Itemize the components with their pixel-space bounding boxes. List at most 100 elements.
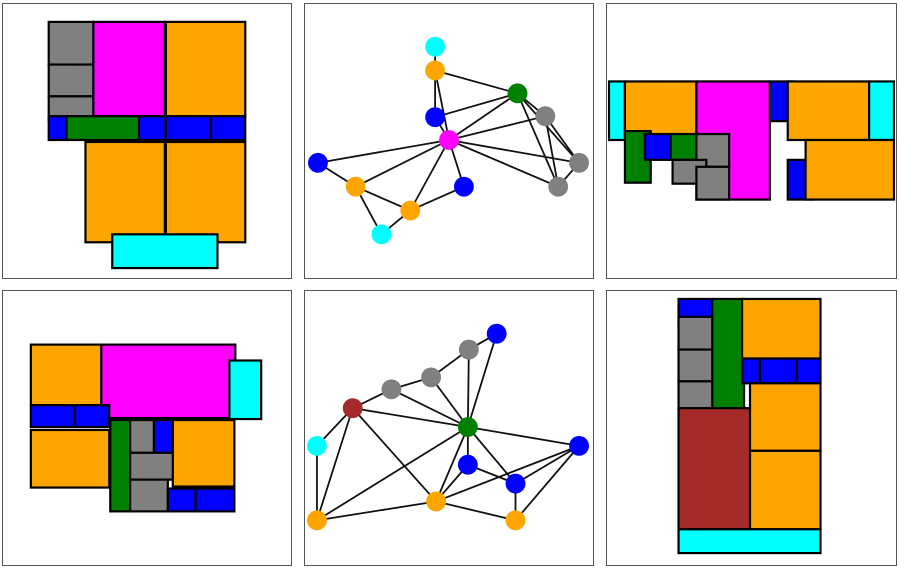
graph-edge-6 xyxy=(448,92,519,141)
corridor-node-6 xyxy=(457,417,478,437)
room-graph-1 xyxy=(308,36,589,245)
floorplan-3 xyxy=(29,343,263,513)
bedroom-room-2 xyxy=(623,80,698,136)
living-room-4 xyxy=(92,20,166,118)
bedroom-room-11 xyxy=(84,140,166,244)
closet-room-14 xyxy=(194,487,236,513)
graph-edge-4 xyxy=(434,69,518,95)
kitchen-node-5 xyxy=(342,398,363,419)
closet-room-9 xyxy=(795,357,822,385)
graph-edge-10 xyxy=(448,115,546,141)
closet-room-9 xyxy=(164,115,212,142)
balcony-room-3 xyxy=(228,359,263,421)
closet-room-7 xyxy=(740,357,762,385)
bedroom-room-12 xyxy=(171,418,236,488)
graph-edge-9 xyxy=(516,92,560,188)
corridor-node-3 xyxy=(507,83,528,104)
bathroom-room-1 xyxy=(47,20,95,66)
bathroom-node-4 xyxy=(381,379,402,400)
bathroom-room-8 xyxy=(129,418,156,454)
closet-room-8 xyxy=(137,115,167,142)
bathroom-node-6 xyxy=(535,106,556,127)
graph-edge-14 xyxy=(316,500,437,522)
bathroom-room-11 xyxy=(129,478,169,513)
graph-edge-3 xyxy=(434,70,450,141)
kitchen-room-10 xyxy=(677,407,754,531)
panel-floorplan-4 xyxy=(606,290,897,566)
closet-room-10 xyxy=(209,115,247,142)
bedroom-node-13 xyxy=(505,510,526,531)
closet-room-13 xyxy=(166,487,197,513)
bathroom-room-2 xyxy=(47,63,95,98)
graph-edge-15 xyxy=(316,426,469,522)
floorplan-4 xyxy=(677,297,822,555)
balcony-room-13 xyxy=(111,233,219,270)
graph-edge-11 xyxy=(448,139,580,164)
bedroom-room-11 xyxy=(748,382,822,452)
panel-graph-2 xyxy=(304,290,594,566)
bedroom-room-12 xyxy=(748,449,822,531)
panel-floorplan-1 xyxy=(2,3,292,279)
bedroom-room-1 xyxy=(29,343,103,407)
bathroom-room-12 xyxy=(695,165,731,201)
bedroom-node-8 xyxy=(307,510,327,531)
bedroom-node-11 xyxy=(426,491,447,512)
bathroom-node-7 xyxy=(569,152,589,173)
graph-edge-23 xyxy=(435,445,580,503)
bedroom-room-6 xyxy=(29,428,111,489)
bedroom-room-12 xyxy=(164,140,247,244)
closet-node-4 xyxy=(425,107,446,128)
balcony-room-6 xyxy=(868,80,896,142)
closet-node-1 xyxy=(486,323,507,344)
graph-edge-22 xyxy=(355,185,411,212)
balcony-room-1 xyxy=(607,80,627,142)
bedroom-node-10 xyxy=(345,176,366,197)
graph-edge-9 xyxy=(352,407,469,428)
closet-room-8 xyxy=(758,357,798,385)
closet-node-10 xyxy=(505,473,526,494)
graph-edge-8 xyxy=(391,388,469,428)
corridor-room-7 xyxy=(109,418,132,513)
graph-edge-25 xyxy=(514,445,580,521)
panel-graph-1 xyxy=(304,3,594,279)
bathroom-node-3 xyxy=(421,367,442,388)
bathroom-room-10 xyxy=(129,451,175,481)
graph-edge-19 xyxy=(409,139,450,211)
balcony-room-13 xyxy=(677,528,822,555)
closet-node-11 xyxy=(453,176,474,197)
bathroom-node-8 xyxy=(548,176,569,197)
graph-edge-11 xyxy=(316,407,354,521)
balcony-node-13 xyxy=(371,224,392,245)
bedroom-node-12 xyxy=(400,200,421,221)
graph-edge-18 xyxy=(435,426,469,502)
graph-edge-17 xyxy=(355,139,450,188)
graph-edge-14 xyxy=(544,116,560,187)
corridor-room-9 xyxy=(669,132,700,161)
graph-edge-6 xyxy=(430,376,469,428)
bedroom-room-5 xyxy=(164,20,247,118)
graph-edge-12 xyxy=(352,407,437,503)
panel-floorplan-2 xyxy=(606,3,897,279)
panel-floorplan-3 xyxy=(2,290,292,566)
balcony-node-7 xyxy=(307,435,327,456)
closet-room-5 xyxy=(73,404,111,429)
graph-edge-12 xyxy=(448,139,559,188)
graph-edge-24 xyxy=(435,500,516,522)
graph-edge-2 xyxy=(467,333,498,428)
floorplan-1 xyxy=(47,20,247,270)
closet-room-4 xyxy=(29,404,76,429)
room-graph-2 xyxy=(307,323,589,531)
closet-node-9 xyxy=(457,454,478,475)
corridor-room-7 xyxy=(65,115,141,142)
closet-room-8 xyxy=(643,132,673,161)
bedroom-node-2 xyxy=(425,60,446,81)
edge-group xyxy=(316,332,580,522)
bathroom-node-2 xyxy=(458,339,479,360)
closet-node-9 xyxy=(308,152,328,173)
bedroom-room-5 xyxy=(786,80,871,142)
corridor-room-5 xyxy=(711,297,746,412)
closet-room-6 xyxy=(47,115,68,142)
closet-room-9 xyxy=(152,418,175,454)
graph-edge-19 xyxy=(467,426,580,447)
